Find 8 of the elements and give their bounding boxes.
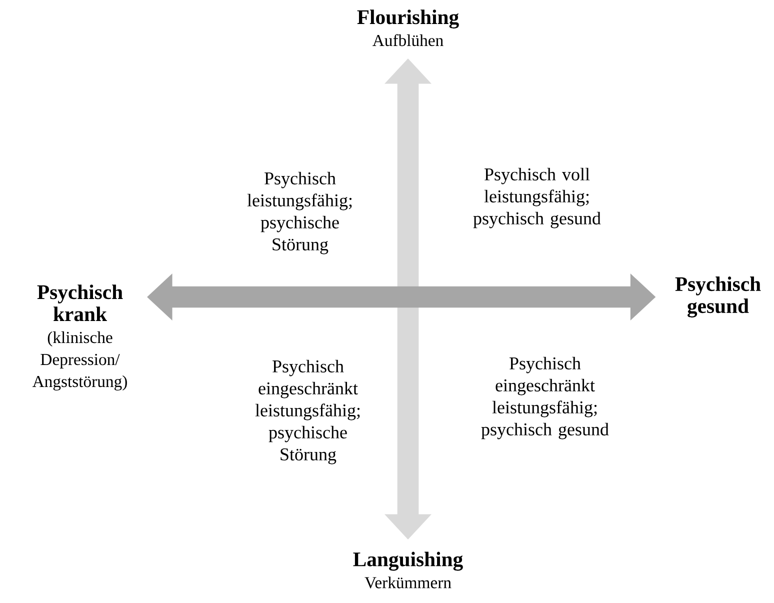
quadrant-text: Psychisch eingeschränkt leistungsfähig; psychische Störung: [255, 360, 360, 464]
axis-label: Psychisch gesund: [675, 276, 761, 318]
quadrant-text: Psychisch voll leistungsfähig; psychisch gesund: [473, 168, 601, 228]
axis-label: Languishing Verkümmern: [353, 552, 463, 588]
quadrant-text: Psychisch eingeschränkt leistungsfähig; psychisch gesund: [481, 356, 609, 440]
axis-label: Flourishing Aufblühen: [357, 10, 459, 46]
quadrant-text: Psychisch leistungsfähig; psychische Störung: [247, 172, 352, 254]
axis-label: Psychisch krank (klinische Depression/ Angststörung): [32, 284, 127, 391]
